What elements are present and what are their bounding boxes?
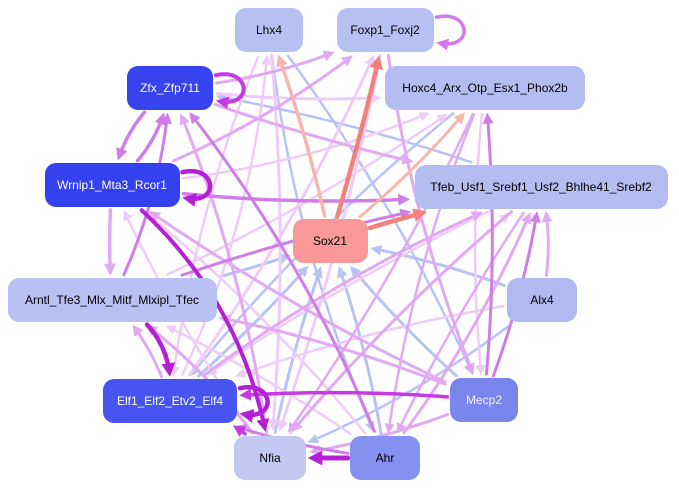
- edge-tfeb-to-ahr: [396, 211, 525, 434]
- edge-wrnip1-to-hoxc4: [182, 112, 430, 180]
- edge-arntl-to-elf1: [144, 322, 176, 377]
- edge-ahr-to-sox21: [337, 266, 383, 436]
- node-hoxc4[interactable]: Hoxc4_Arx_Otp_Esx1_Phox2b: [385, 66, 585, 110]
- edge-zfx-to-wrnip1: [116, 110, 147, 161]
- edge-sox21-to-lhx4: [276, 54, 327, 218]
- edge-wrnip1-to-foxp1: [172, 55, 353, 163]
- edge-elf1-to-arntl: [132, 324, 163, 379]
- node-label: Zfx_Zfp711: [140, 81, 200, 95]
- node-label: Foxp1_Foxj2: [350, 23, 420, 37]
- edge-selfloop-foxp1: [434, 14, 466, 51]
- edge-alx4-to-tfeb: [541, 210, 553, 277]
- edge-sox21-to-hoxc4: [358, 112, 466, 219]
- node-nfia[interactable]: Nfia: [234, 436, 306, 480]
- node-label: Ahr: [375, 451, 395, 465]
- edge-mecp2-to-elf1: [239, 388, 450, 401]
- edge-selfloop-zfx: [213, 72, 246, 110]
- node-arntl[interactable]: Arntl_Tfe3_Mlx_Mitf_Mlxipl_Tfec: [7, 278, 217, 322]
- node-tfeb[interactable]: Tfeb_Usf1_Srebf1_Usf2_Bhlhe41_Srebf2: [414, 165, 668, 209]
- edge-alx4-to-nfia: [307, 323, 513, 443]
- node-label: Wrnip1_Mta3_Rcor1: [57, 178, 167, 192]
- edge-selfloop-wrnip1: [180, 168, 213, 207]
- node-elf1[interactable]: Elf1_Elf2_Etv2_Elf4: [103, 379, 237, 423]
- edge-ahr-to-arntl: [165, 325, 352, 436]
- edge-sox21-to-tfeb: [367, 208, 428, 231]
- edge-elf1-to-tfeb: [202, 211, 483, 377]
- node-label: Mecp2: [465, 393, 503, 407]
- node-label: Tfeb_Usf1_Srebf1_Usf2_Bhlhe41_Srebf2: [430, 180, 652, 194]
- edge-sox21-to-foxp1: [335, 55, 383, 219]
- node-label: Sox21: [312, 234, 348, 248]
- node-sox21[interactable]: Sox21: [292, 219, 368, 263]
- node-ahr[interactable]: Ahr: [350, 436, 420, 480]
- node-label: Arntl_Tfe3_Mlx_Mitf_Mlxipl_Tfec: [24, 293, 200, 307]
- node-label: Nfia: [259, 451, 281, 465]
- node-lhx4[interactable]: Lhx4: [235, 8, 303, 52]
- edge-hoxc4-to-ahr: [384, 113, 476, 434]
- node-label: Lhx4: [255, 23, 283, 37]
- edge-selfloop-elf1: [237, 384, 270, 423]
- node-label: Alx4: [530, 293, 554, 307]
- edge-nfia-to-elf1: [232, 425, 247, 437]
- node-wrnip1[interactable]: Wrnip1_Mta3_Rcor1: [44, 163, 180, 207]
- node-foxp1[interactable]: Foxp1_Foxj2: [336, 8, 434, 52]
- node-label: Hoxc4_Arx_Otp_Esx1_Phox2b: [402, 81, 568, 95]
- edge-lhx4-to-nfia: [267, 53, 282, 431]
- node-mecp2[interactable]: Mecp2: [450, 378, 518, 422]
- edge-zfx-to-foxp1: [215, 50, 335, 85]
- node-zfx[interactable]: Zfx_Zfp711: [127, 66, 213, 110]
- node-label: Elf1_Elf2_Etv2_Elf4: [116, 394, 224, 408]
- edge-wrnip1-to-tfeb: [181, 191, 411, 206]
- node-alx4[interactable]: Alx4: [507, 278, 577, 322]
- edge-mecp2-to-hoxc4: [482, 112, 494, 376]
- edge-wrnip1-to-nfia: [139, 208, 270, 432]
- edge-mecp2-to-wrnip1: [149, 211, 447, 384]
- edge-hoxc4-to-mecp2: [473, 112, 486, 376]
- edge-ahr-to-zfx: [189, 112, 376, 433]
- edge-ahr-to-nfia: [307, 450, 351, 466]
- edge-wrnip1-to-arntl: [104, 208, 116, 276]
- edge-ahr-to-tfeb: [402, 212, 531, 435]
